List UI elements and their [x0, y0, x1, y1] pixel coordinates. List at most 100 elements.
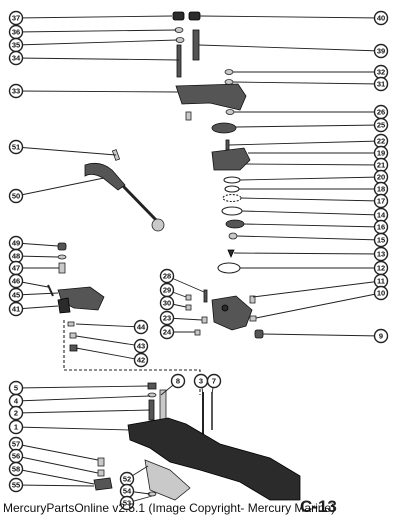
callout-number: 31: [377, 80, 385, 89]
nut-part: [254, 329, 264, 339]
retaining-ring-part: [217, 262, 241, 274]
callout-number: 48: [12, 252, 20, 261]
nut-part: [194, 329, 201, 336]
callout-44: 44: [133, 319, 149, 335]
leader-line-31: [232, 81, 382, 85]
oring-part: [223, 176, 241, 184]
callout-circle: [8, 477, 24, 493]
callout-11: 11: [373, 273, 389, 289]
callout-number: 3: [199, 377, 203, 386]
leader-line-50: [15, 177, 105, 197]
oring-part: [221, 206, 243, 216]
nut-part: [147, 382, 157, 390]
leader-line-9: [262, 333, 382, 337]
callout-number: 49: [12, 239, 20, 248]
callout-number: 10: [377, 289, 385, 298]
cable-end-part: [84, 162, 126, 191]
callout-51: 51: [8, 139, 24, 155]
callout-19: 19: [373, 145, 389, 161]
leader-line-36: [15, 29, 177, 33]
leader-line-57: [15, 443, 99, 461]
leader-line-42: [75, 347, 142, 361]
clamp-part: [93, 477, 113, 491]
washer-part: [225, 109, 235, 115]
leader-line-33: [15, 90, 179, 93]
callout-circle: [8, 419, 24, 435]
callout-circle: [8, 273, 24, 289]
callout-number: 41: [12, 305, 20, 314]
callout-number: 25: [377, 121, 385, 130]
callouts: 3736353433515049484746454154215756585552…: [8, 10, 389, 511]
callout-number: 22: [377, 137, 385, 146]
callout-25: 25: [373, 117, 389, 133]
callout-41: 41: [8, 301, 24, 317]
clip-part: [67, 321, 75, 327]
cap-part: [225, 219, 245, 229]
lever-block-part: [57, 297, 71, 314]
callout-circle: [159, 324, 175, 340]
leader-line-2: [15, 409, 151, 414]
callout-22: 22: [373, 133, 389, 149]
cable-eye-part: [151, 218, 165, 232]
callout-2: 2: [8, 405, 24, 421]
leader-line-55: [15, 484, 95, 487]
callout-40: 40: [373, 10, 389, 26]
callout-33: 33: [8, 83, 24, 99]
callout-46: 46: [8, 273, 24, 289]
washer-part: [224, 79, 234, 85]
callout-number: 8: [176, 377, 180, 386]
callout-9: 9: [373, 328, 389, 344]
nut-part: [172, 11, 185, 21]
callout-number: 43: [137, 342, 145, 351]
stud-part: [176, 44, 182, 78]
callout-31: 31: [373, 76, 389, 92]
callout-number: 56: [12, 452, 20, 461]
leader-line-5: [15, 385, 149, 389]
corner-code: C-13: [300, 497, 337, 516]
callout-49: 49: [8, 235, 24, 251]
callout-number: 50: [12, 192, 20, 201]
bracket-plate-part: [144, 459, 191, 501]
washer-part: [185, 294, 192, 301]
leader-lines: [15, 15, 382, 504]
callout-7: 7: [206, 373, 222, 389]
shaft-part: [221, 304, 229, 312]
spacer-part: [58, 262, 66, 274]
leader-line-4: [15, 395, 151, 402]
callout-15: 15: [373, 232, 389, 248]
callout-57: 57: [8, 436, 24, 452]
callout-circle: [170, 373, 186, 389]
screw-part: [47, 284, 54, 297]
callout-number: 52: [123, 475, 131, 484]
housing-part: [211, 147, 251, 171]
callout-circle: [373, 246, 389, 262]
callout-circle: [8, 405, 24, 421]
callout-circle: [159, 268, 175, 284]
callout-1: 1: [8, 419, 24, 435]
callout-number: 33: [12, 87, 20, 96]
callout-number: 5: [14, 384, 18, 393]
callout-number: 15: [377, 236, 385, 245]
callout-number: 57: [12, 440, 20, 449]
callout-circle: [373, 193, 389, 209]
shift-cable-assembly: [84, 149, 165, 232]
callout-number: 53: [123, 499, 131, 508]
callout-55: 55: [8, 477, 24, 493]
callout-number: 58: [12, 465, 20, 474]
callout-48: 48: [8, 248, 24, 264]
callout-circle: [373, 43, 389, 59]
washer-part: [175, 37, 185, 43]
leader-line-25: [235, 124, 382, 128]
leader-line-13: [233, 252, 382, 255]
callout-circle: [8, 10, 24, 26]
left-linkage-stack: [47, 242, 105, 352]
callout-circle: [8, 301, 24, 317]
leader-line-11: [252, 280, 382, 298]
leader-line-44: [75, 323, 142, 328]
callout-4: 4: [8, 393, 24, 409]
leader-line-35: [15, 39, 178, 46]
callout-circle: [133, 352, 149, 368]
callout-number: 36: [12, 28, 20, 37]
washer-part: [174, 27, 184, 33]
